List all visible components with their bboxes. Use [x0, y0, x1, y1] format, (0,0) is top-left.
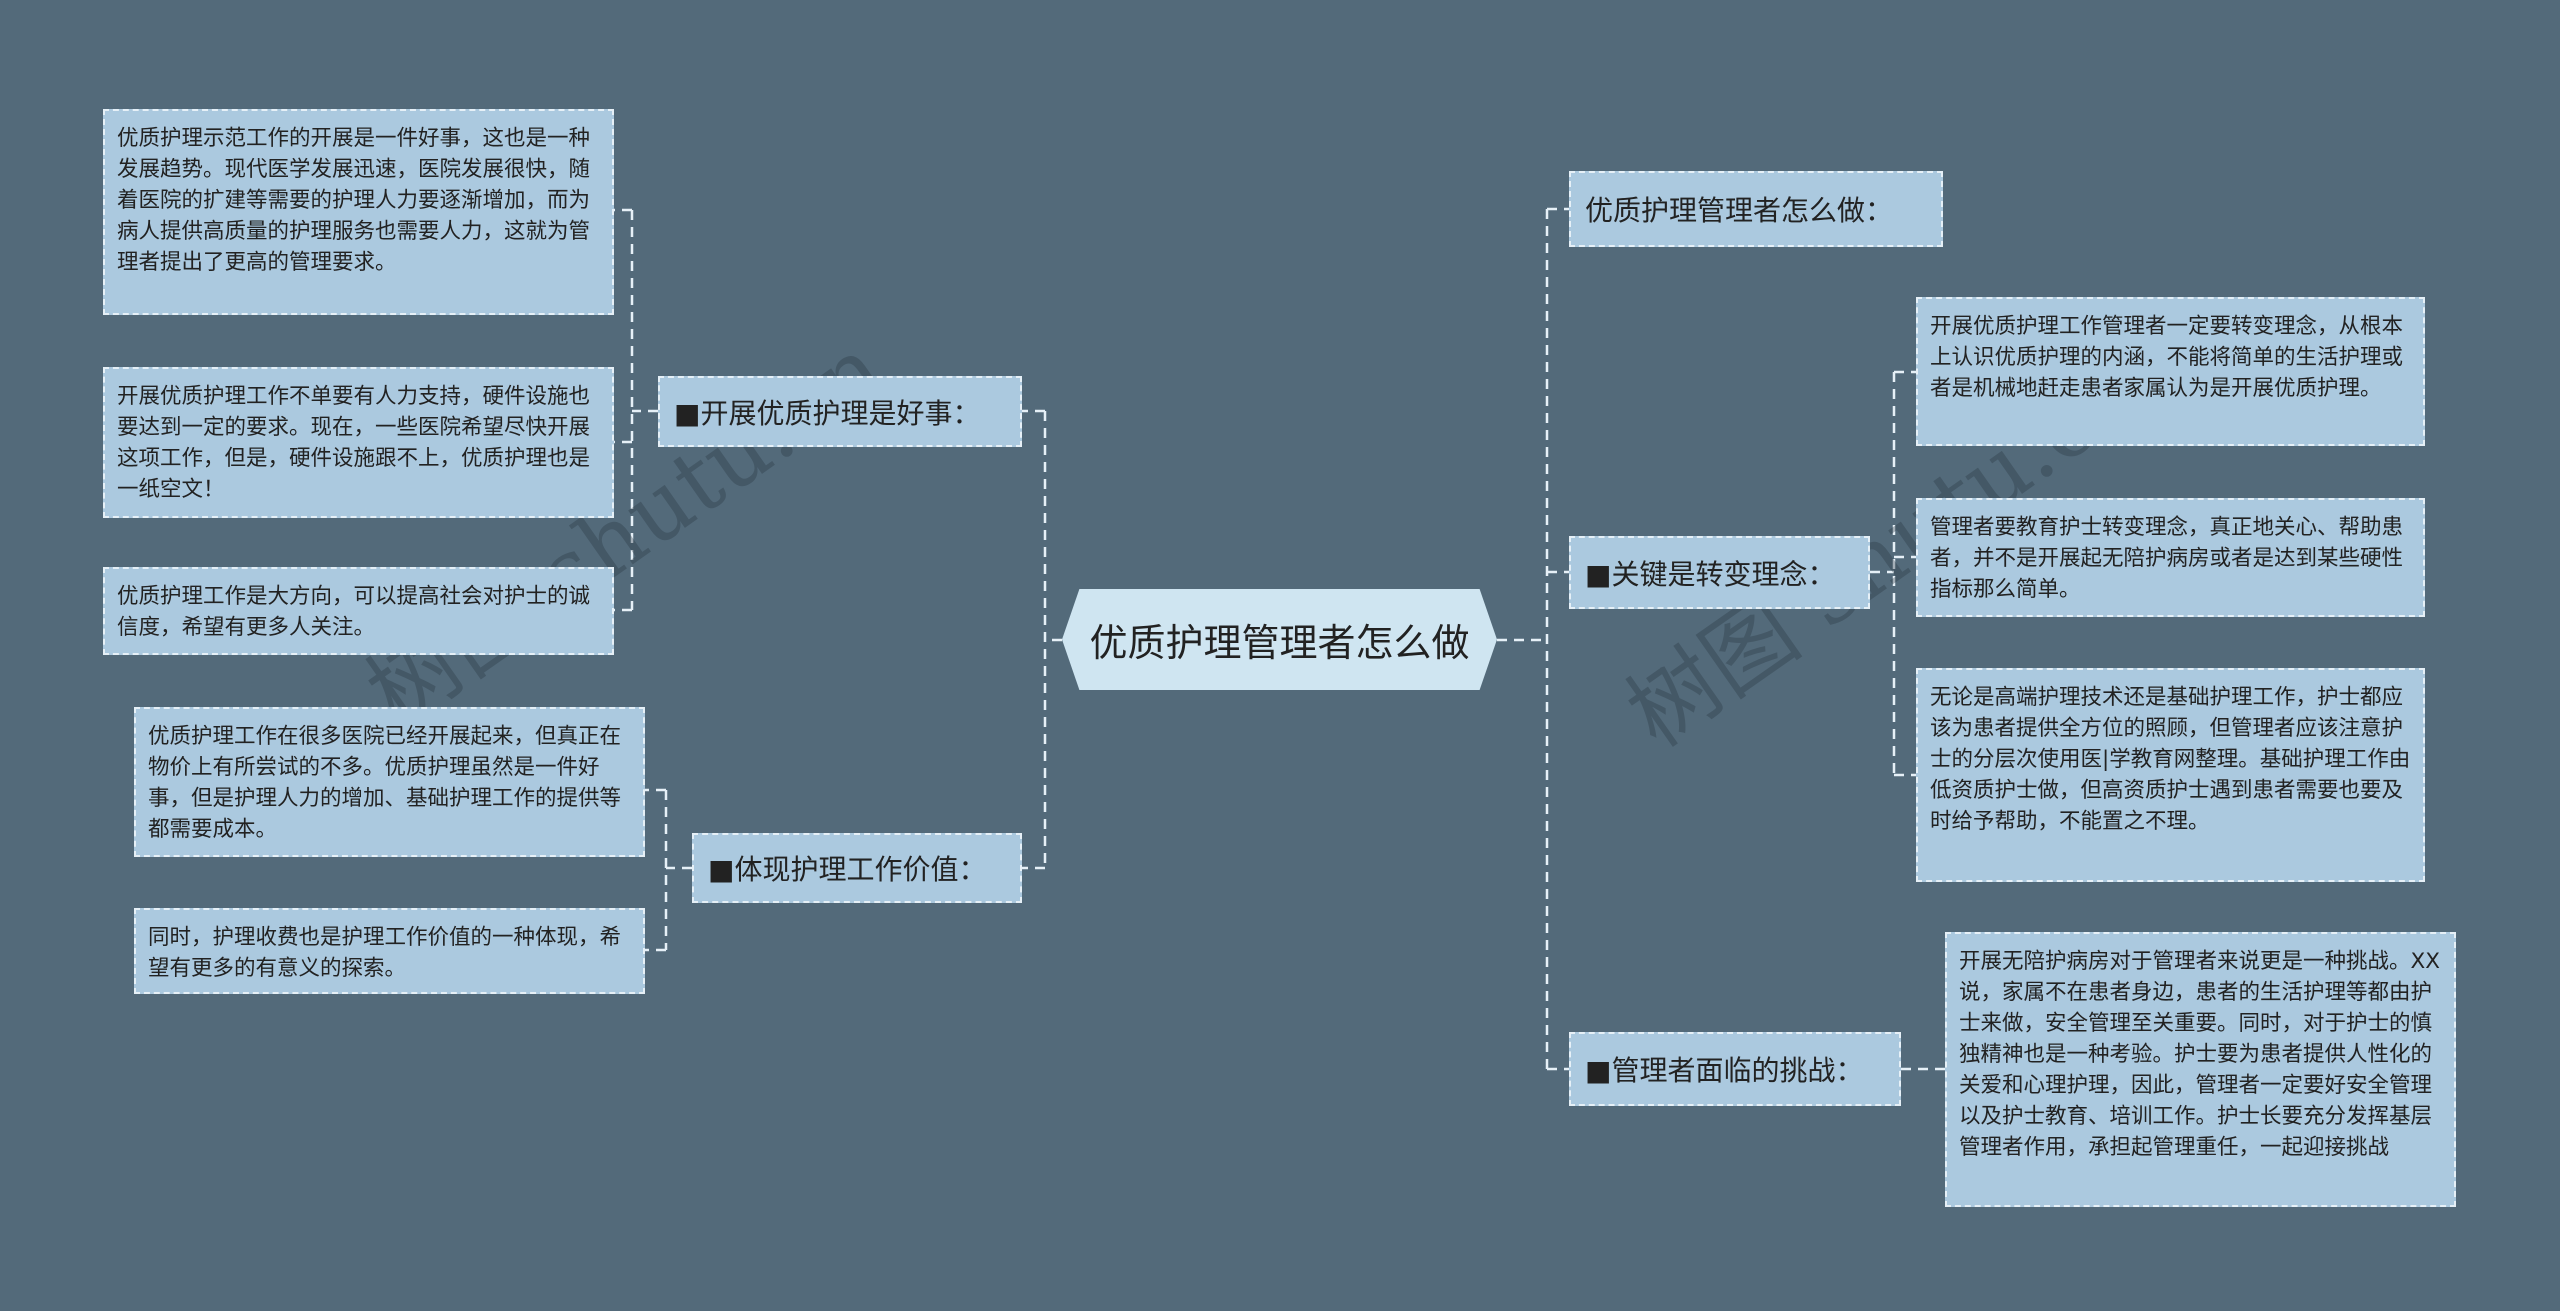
- leaf-node[interactable]: 开展优质护理工作管理者一定要转变理念，从根本上认识优质护理的内涵，不能将简单的生…: [1916, 297, 2425, 446]
- branch-good-thing[interactable]: ■开展优质护理是好事：: [658, 376, 1022, 447]
- leaf-text: 开展优质护理工作不单要有人力支持，硬件设施也要达到一定的要求。现在，一些医院希望…: [117, 384, 591, 502]
- branch-change-concept[interactable]: ■关键是转变理念：: [1569, 536, 1870, 609]
- branch-challenges[interactable]: ■管理者面临的挑战：: [1569, 1032, 1901, 1106]
- leaf-text: 开展优质护理工作管理者一定要转变理念，从根本上认识优质护理的内涵，不能将简单的生…: [1930, 314, 2404, 401]
- leaf-node[interactable]: 优质护理示范工作的开展是一件好事，这也是一种发展趋势。现代医学发展迅速，医院发展…: [103, 109, 614, 315]
- branch-label: ■体现护理工作价值：: [708, 853, 987, 886]
- leaf-text: 优质护理工作在很多医院已经开展起来，但真正在物价上有所尝试的不多。优质护理虽然是…: [148, 724, 622, 842]
- leaf-node[interactable]: 无论是高端护理技术还是基础护理工作，护士都应该为患者提供全方位的照顾，但管理者应…: [1916, 668, 2425, 882]
- branch-label: ■开展优质护理是好事：: [674, 396, 981, 430]
- branch-label: ■管理者面临的挑战：: [1585, 1054, 1864, 1087]
- leaf-node[interactable]: 优质护理工作是大方向，可以提高社会对护士的诚信度，希望有更多人关注。: [103, 567, 614, 655]
- leaf-text: 优质护理示范工作的开展是一件好事，这也是一种发展趋势。现代医学发展迅速，医院发展…: [117, 126, 591, 275]
- leaf-text: 开展无陪护病房对于管理者来说更是一种挑战。XX说，家属不在患者身边，患者的生活护…: [1959, 949, 2440, 1160]
- central-topic-label: 优质护理管理者怎么做: [1089, 621, 1470, 665]
- branch-label: ■关键是转变理念：: [1585, 557, 1836, 591]
- leaf-text: 优质护理工作是大方向，可以提高社会对护士的诚信度，希望有更多人关注。: [117, 584, 591, 640]
- leaf-node[interactable]: 开展优质护理工作不单要有人力支持，硬件设施也要达到一定的要求。现在，一些医院希望…: [103, 367, 614, 518]
- leaf-text: 同时，护理收费也是护理工作价值的一种体现，希望有更多的有意义的探索。: [148, 925, 622, 981]
- leaf-node[interactable]: 优质护理工作在很多医院已经开展起来，但真正在物价上有所尝试的不多。优质护理虽然是…: [134, 707, 645, 857]
- leaf-node[interactable]: 同时，护理收费也是护理工作价值的一种体现，希望有更多的有意义的探索。: [134, 908, 645, 994]
- leaf-text: 管理者要教育护士转变理念，真正地关心、帮助患者，并不是开展起无陪护病房或者是达到…: [1930, 515, 2404, 602]
- branch-label: 优质护理管理者怎么做：: [1585, 194, 1894, 227]
- branch-nursing-value[interactable]: ■体现护理工作价值：: [692, 833, 1022, 903]
- branch-how-to[interactable]: 优质护理管理者怎么做：: [1569, 171, 1943, 247]
- leaf-text: 无论是高端护理技术还是基础护理工作，护士都应该为患者提供全方位的照顾，但管理者应…: [1930, 685, 2411, 834]
- leaf-node[interactable]: 开展无陪护病房对于管理者来说更是一种挑战。XX说，家属不在患者身边，患者的生活护…: [1945, 932, 2456, 1207]
- central-topic[interactable]: 优质护理管理者怎么做: [1062, 589, 1497, 690]
- leaf-node[interactable]: 管理者要教育护士转变理念，真正地关心、帮助患者，并不是开展起无陪护病房或者是达到…: [1916, 498, 2425, 617]
